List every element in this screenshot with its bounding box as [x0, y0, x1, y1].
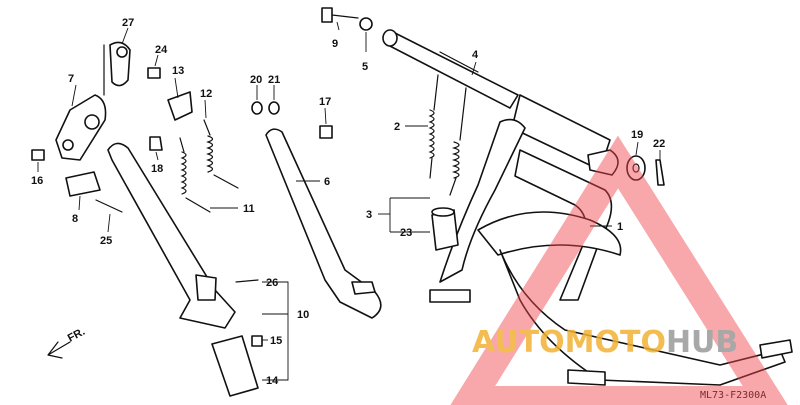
washer-20	[251, 101, 263, 115]
callout-11: 11	[243, 203, 255, 215]
callouts: 27 24 13 7 12 20 21 17 9 5 4 2 16 18 8 1…	[31, 17, 766, 401]
collar-23	[431, 207, 459, 251]
watermark-text: AUTOMOTOHUB	[472, 325, 738, 360]
leader-lines	[37, 21, 661, 381]
callout-19: 19	[631, 129, 643, 141]
bolt-26	[235, 279, 259, 283]
side-stand-6	[265, 128, 382, 319]
bracket-8	[65, 171, 101, 197]
callout-18: 18	[151, 163, 163, 175]
watermark-hub: HUB	[666, 325, 738, 360]
spring-2	[428, 74, 467, 196]
pin-22	[655, 159, 665, 186]
direction-arrow-icon	[47, 341, 71, 359]
callout-15: 15	[270, 335, 282, 347]
bracket-7	[55, 94, 107, 161]
callout-27: 27	[122, 17, 134, 29]
callout-22: 22	[653, 138, 665, 150]
watermark-auto: AUTOMOTO	[472, 325, 666, 360]
direction-label: FR.	[66, 326, 87, 345]
callout-1: 1	[617, 221, 623, 233]
callout-9: 9	[332, 38, 338, 50]
side-stand-bar-10	[107, 142, 236, 329]
pad-14	[211, 335, 259, 397]
nut-18	[149, 136, 163, 151]
callout-12: 12	[200, 88, 212, 100]
callout-24: 24	[155, 44, 168, 56]
callout-3: 3	[366, 209, 372, 221]
nut-17	[319, 125, 333, 139]
callout-23: 23	[400, 227, 412, 239]
bracket-13	[167, 91, 193, 121]
watermark: AUTOMOTOHUB	[450, 135, 788, 405]
washer-21	[268, 101, 280, 115]
bolt-24	[147, 67, 161, 79]
callout-2: 2	[394, 121, 400, 133]
callout-13: 13	[172, 65, 184, 77]
callout-5: 5	[362, 61, 368, 73]
callout-4: 4	[472, 49, 479, 61]
bolt-16	[31, 149, 45, 161]
callout-16: 16	[31, 175, 43, 187]
callout-26: 26	[266, 277, 278, 289]
washer-19	[626, 155, 646, 181]
bolt-9	[321, 7, 373, 31]
bolt-25	[95, 199, 123, 213]
callout-17: 17	[319, 96, 331, 108]
callout-8: 8	[72, 213, 78, 225]
arm-27	[103, 41, 131, 96]
watermark-triangle	[450, 135, 788, 405]
main-stand	[429, 94, 793, 386]
callout-25: 25	[100, 235, 112, 247]
callout-20: 20	[250, 74, 262, 86]
pivot-tube	[382, 29, 519, 109]
callout-6: 6	[324, 176, 330, 188]
callout-21: 21	[268, 74, 280, 86]
springs-11-12	[179, 119, 239, 213]
callout-14: 14	[266, 375, 279, 387]
diagram-code: ML73-F2300A	[700, 390, 766, 401]
callout-10: 10	[297, 309, 309, 321]
rubber-15	[251, 335, 263, 347]
callout-7: 7	[68, 73, 74, 85]
